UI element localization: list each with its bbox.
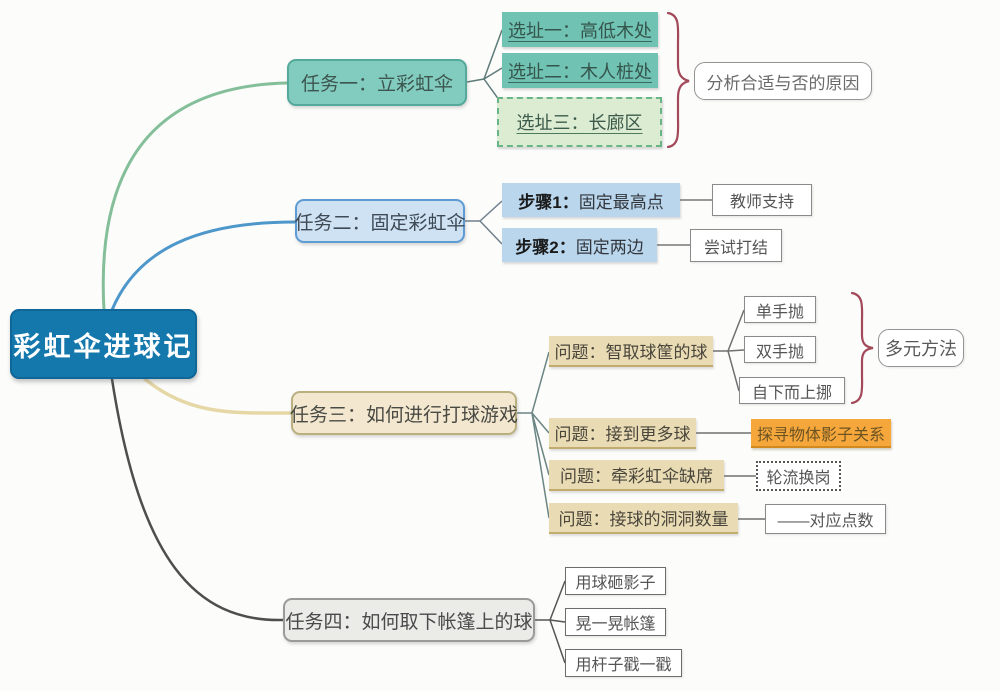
node-idea-1[interactable]: 用球砸影子: [565, 567, 666, 595]
node-problem-1[interactable]: 问题：智取球筐的球: [549, 336, 713, 367]
methods-note-label: 多元方法: [885, 339, 957, 359]
node-problem-2[interactable]: 问题：接到更多球: [549, 418, 696, 449]
curve-task4: [110, 377, 285, 622]
location-2-label: 选址二：木人桩处: [508, 61, 652, 82]
brace-icon: [850, 291, 874, 405]
problem-4-note-label: ——对应点数: [777, 513, 874, 530]
location-3-label: 选址三：长廊区: [516, 113, 643, 133]
node-task2[interactable]: 任务二：固定彩虹伞: [294, 199, 466, 243]
node-step1-note[interactable]: 教师支持: [712, 184, 812, 216]
idea-3-label: 用杆子戳一戳: [575, 657, 672, 674]
step1-note-label: 教师支持: [729, 194, 794, 211]
node-step2-note[interactable]: 尝试打结: [690, 229, 782, 262]
node-location-3[interactable]: 选址三：长廊区: [497, 97, 662, 147]
task3-fan: [517, 351, 550, 519]
task2-fan: [465, 200, 503, 245]
task2-label: 任务二：固定彩虹伞: [294, 212, 466, 234]
step2-prefix: 步骤2：: [515, 237, 576, 257]
node-method-3[interactable]: 自下而上挪: [739, 377, 845, 404]
task1-label: 任务一：立彩虹伞: [300, 74, 453, 95]
brace-icon: [666, 11, 690, 149]
curve-task3: [143, 377, 293, 415]
node-step2[interactable]: 步骤2： 固定两边: [502, 228, 657, 262]
node-problem-4[interactable]: 问题：接球的洞洞数量: [549, 503, 738, 534]
step2-label: 固定两边: [575, 237, 644, 257]
root-label: 彩虹伞进球记: [13, 331, 194, 362]
task4-fan: [535, 580, 566, 664]
node-location-2[interactable]: 选址二：木人桩处: [502, 53, 658, 88]
node-step1[interactable]: 步骤1： 固定最高点: [502, 183, 680, 217]
idea-1-label: 用球砸影子: [575, 575, 656, 592]
curve-task2: [110, 220, 297, 312]
problem-4-label: 问题：接球的洞洞数量: [558, 510, 729, 529]
node-methods-note[interactable]: 多元方法: [878, 329, 964, 367]
method-1-label: 单手抛: [755, 303, 804, 321]
node-analysis-note[interactable]: 分析合适与否的原因: [694, 62, 872, 100]
node-method-2[interactable]: 双手抛: [744, 336, 816, 363]
method-2-label: 双手抛: [755, 343, 804, 361]
node-idea-3[interactable]: 用杆子戳一戳: [565, 649, 682, 677]
node-task4[interactable]: 任务四：如何取下帐篷上的球: [283, 598, 535, 642]
curve-task1: [101, 81, 289, 312]
step2-note-label: 尝试打结: [703, 239, 768, 257]
node-problem-3[interactable]: 问题：牵彩虹伞缺席: [549, 460, 724, 491]
node-problem-3-note[interactable]: 轮流换岗: [756, 461, 841, 491]
node-problem-2-note[interactable]: 探寻物体影子关系: [751, 419, 891, 448]
node-location-1[interactable]: 选址一：高低木处: [502, 12, 658, 47]
task3-label: 任务三：如何进行打球游戏: [290, 404, 519, 426]
root-node[interactable]: 彩虹伞进球记: [10, 309, 197, 379]
problem-3-label: 问题：牵彩虹伞缺席: [560, 467, 713, 486]
location-1-label: 选址一：高低木处: [508, 20, 652, 41]
problem-2-label: 问题：接到更多球: [554, 425, 691, 444]
node-method-1[interactable]: 单手抛: [744, 296, 816, 323]
problem-1-label: 问题：智取球筐的球: [554, 343, 708, 362]
task4-label: 任务四：如何取下帐篷上的球: [285, 611, 533, 633]
method-3-label: 自下而上挪: [751, 384, 832, 402]
node-problem-4-note[interactable]: ——对应点数: [765, 504, 886, 534]
idea-2-label: 晃一晃帐篷: [575, 616, 656, 633]
step1-prefix: 步骤1：: [518, 192, 579, 212]
analysis-note-label: 分析合适与否的原因: [706, 73, 860, 93]
problem-3-note-label: 轮流换岗: [766, 470, 831, 487]
step1-label: 固定最高点: [578, 192, 664, 212]
node-task3[interactable]: 任务三：如何进行打球游戏: [290, 391, 519, 435]
node-task1[interactable]: 任务一：立彩虹伞: [287, 59, 467, 106]
node-idea-2[interactable]: 晃一晃帐篷: [565, 608, 666, 636]
problem-2-note-label: 探寻物体影子关系: [756, 426, 885, 444]
